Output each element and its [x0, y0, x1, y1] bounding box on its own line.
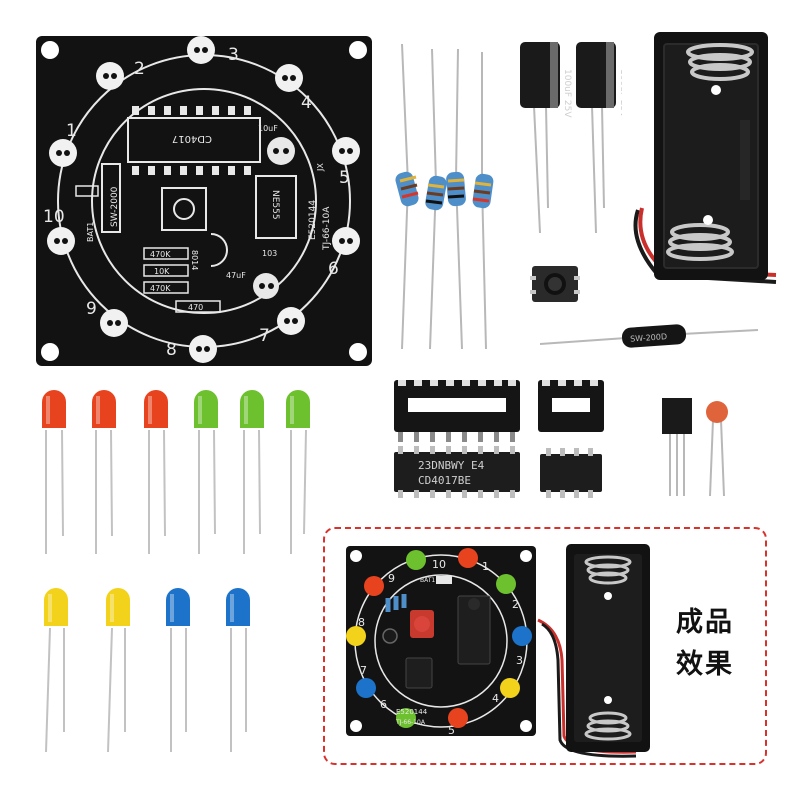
cd4017-chip-bottom-text: CD4017BE	[418, 474, 471, 487]
pcb-label-sw2000: SW-2000	[110, 186, 120, 227]
pcb-number-4: 4	[301, 93, 312, 113]
caption-line-2: 效果	[676, 649, 734, 680]
pcb-label-code: E520144	[308, 200, 318, 240]
push-button	[530, 266, 580, 302]
pcb-label-r3: 470K	[150, 284, 171, 293]
pcb-label-cd4017: CD4017	[172, 133, 212, 144]
pcb-label-10uf: 10uF	[258, 124, 278, 133]
pcb-label-jx: JX	[316, 163, 325, 172]
pcb-label-bat1: BAT1	[86, 222, 95, 242]
pcb-number-8: 8	[166, 340, 177, 360]
bare-pcb-board: 1 2 3 4 5 6 7 8 9 10 CD4017 10uF NE555 E…	[36, 36, 372, 366]
battery-holder	[633, 32, 777, 284]
finished-product-board: 10 1 9 2 8 3 7 4 6 5 BAT1 E520144 TJ-66-…	[346, 546, 536, 737]
pcb-label-8014: 8014	[190, 250, 199, 270]
tilt-switch-label: SW-200D	[630, 332, 668, 344]
finished-number-7: 7	[360, 664, 367, 677]
finished-number-10: 10	[432, 558, 446, 571]
pcb-number-9: 9	[86, 299, 97, 319]
electrolytic-capacitors: 100uF 25V 100uF 25V	[520, 42, 622, 234]
pcb-label-r1: 470K	[150, 250, 171, 259]
tilt-switch: SW-200D	[540, 324, 759, 348]
capacitor-label-right: 100uF 25V	[618, 69, 622, 118]
finished-number-5: 5	[448, 724, 455, 737]
finished-number-3: 3	[516, 654, 523, 667]
pcb-number-7: 7	[259, 326, 270, 346]
led-row-red-green	[42, 390, 310, 554]
pcb-number-10: 10	[43, 207, 65, 227]
pcb-label-ne555: NE555	[270, 190, 280, 220]
resistors	[395, 44, 494, 350]
pcb-number-1: 1	[66, 121, 77, 141]
pcb-number-2: 2	[134, 59, 145, 79]
transistor-and-ceramic-capacitor	[662, 398, 728, 497]
finished-number-2: 2	[512, 598, 519, 611]
pcb-label-103: 103	[262, 249, 277, 258]
finished-label-date: TJ-66-10A	[395, 719, 426, 726]
finished-number-1: 1	[482, 560, 489, 573]
finished-effect-caption: 成品 效果	[676, 602, 748, 686]
finished-label-code: E520144	[396, 708, 428, 716]
finished-number-6: 6	[380, 698, 387, 711]
finished-battery-holder	[537, 544, 650, 758]
pcb-artwork: 1 2 3 4 5 6 7 8 9 10 CD4017 10uF NE555 E…	[41, 36, 367, 363]
pcb-number-3: 3	[228, 45, 239, 65]
pcb-number-5: 5	[339, 168, 350, 188]
pcb-label-47uf: 47uF	[226, 271, 246, 280]
finished-label-bat1: BAT1	[420, 577, 435, 584]
pcb-label-r4: 470	[188, 303, 203, 312]
ic-sockets-and-chips: 23DNBWY E4 CD4017BE	[394, 380, 604, 498]
pcb-number-6: 6	[328, 259, 339, 279]
pcb-label-r2: 10K	[154, 267, 170, 276]
led-row-yellow-blue	[44, 588, 250, 753]
finished-product-frame	[323, 527, 767, 765]
cd4017-chip-top-text: 23DNBWY E4	[418, 459, 485, 472]
finished-number-8: 8	[358, 616, 365, 629]
finished-number-9: 9	[388, 572, 395, 585]
caption-line-1: 成品	[676, 607, 734, 638]
finished-number-4: 4	[492, 692, 499, 705]
capacitor-label-left: 100uF 25V	[562, 69, 572, 118]
pcb-label-date: TJ-66-10A	[322, 206, 332, 251]
